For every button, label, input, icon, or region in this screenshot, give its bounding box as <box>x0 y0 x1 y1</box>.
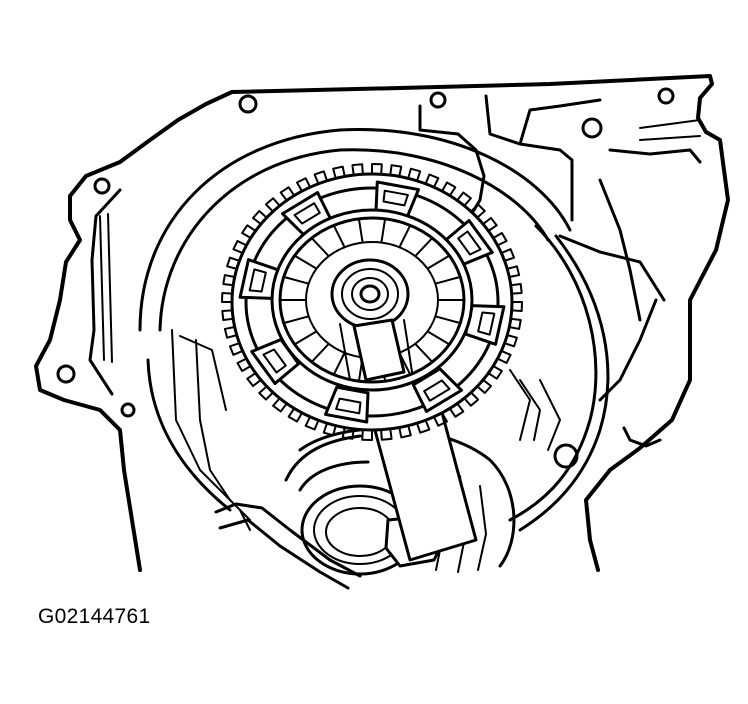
spline-tooth <box>258 385 275 401</box>
transmission-housing <box>34 74 730 572</box>
spline-tooth <box>380 427 393 441</box>
spline-tooth <box>389 164 403 178</box>
spline-tooth <box>322 422 337 437</box>
spline-ridge <box>380 217 387 244</box>
spline-ridge <box>414 237 434 258</box>
spline-tooth <box>448 402 465 418</box>
spline-tooth <box>482 216 498 232</box>
spline-tooth <box>241 224 257 239</box>
spline-tooth <box>226 256 241 270</box>
spline-tooth <box>398 424 412 439</box>
spline-tooth <box>341 426 355 440</box>
spline-ridge <box>434 315 462 325</box>
spline-tooth <box>361 428 373 441</box>
spline-tooth <box>232 239 248 255</box>
spline-tooth <box>236 357 252 372</box>
friction-plate-slot <box>423 379 451 402</box>
spline-tooth <box>416 419 431 434</box>
spline-tooth <box>424 173 440 189</box>
spline-ridge <box>357 217 364 244</box>
spline-ridge <box>434 275 462 285</box>
spline-tooth <box>476 378 493 394</box>
spline-ridge <box>332 351 346 376</box>
spline-tooth <box>313 170 328 185</box>
friction-plate-slot <box>293 202 321 225</box>
spline-tooth <box>510 301 523 313</box>
friction-plate-tabs <box>238 180 506 424</box>
spline-tooth <box>228 342 244 356</box>
spline-tooth <box>222 274 236 287</box>
spline-tooth <box>441 181 457 197</box>
spline-tooth <box>432 411 448 427</box>
spline-tooth <box>351 163 364 177</box>
spline-tooth <box>509 282 523 295</box>
spline-tooth <box>371 163 383 176</box>
friction-plate-slot <box>457 230 482 256</box>
spline-tooth <box>492 232 508 247</box>
spline-ridge <box>293 330 318 346</box>
spline-tooth <box>463 391 480 407</box>
spline-ridge <box>426 330 451 346</box>
spline-tooth <box>272 397 288 413</box>
friction-plate-slot <box>382 189 409 207</box>
spline-tooth <box>246 372 262 388</box>
spline-ridge <box>426 254 451 270</box>
spline-tooth <box>469 203 486 219</box>
spline-tooth <box>221 291 234 303</box>
friction-plate-slot <box>335 397 362 415</box>
housing-bore <box>138 127 610 532</box>
spline-tooth <box>506 265 521 279</box>
friction-plate-slot <box>248 268 267 293</box>
spline-ridge <box>282 315 310 325</box>
spline-ridge <box>310 237 330 258</box>
spline-ridge <box>310 342 330 363</box>
spline-tooth <box>279 186 296 202</box>
spline-ridge <box>293 254 318 270</box>
spline-tooth <box>264 197 281 213</box>
spline-tooth <box>407 167 422 182</box>
spline-tooth <box>221 309 235 322</box>
clutch-spline-teeth <box>221 163 523 441</box>
spline-tooth <box>496 349 512 365</box>
figure-code: G02144761 <box>38 605 151 628</box>
spline-tooth <box>500 248 516 262</box>
lower-gear-assembly <box>214 427 516 590</box>
spline-tooth <box>487 365 503 380</box>
friction-plate-slot <box>477 311 496 336</box>
spline-ridge <box>414 342 434 363</box>
clutch-drum <box>221 163 523 441</box>
spline-tooth <box>304 415 320 431</box>
spline-tooth <box>456 191 472 207</box>
spline-ridge <box>332 224 346 249</box>
spline-tooth <box>332 165 346 180</box>
spline-tooth <box>503 334 518 348</box>
spline-tooth <box>508 317 522 330</box>
spline-tooth <box>251 210 268 226</box>
spline-tooth <box>287 407 303 423</box>
friction-plate-slot <box>262 348 287 374</box>
spline-ridge <box>398 224 412 249</box>
spline-ridge <box>282 275 310 285</box>
spline-tooth <box>223 325 238 339</box>
spline-tooth <box>296 177 312 193</box>
